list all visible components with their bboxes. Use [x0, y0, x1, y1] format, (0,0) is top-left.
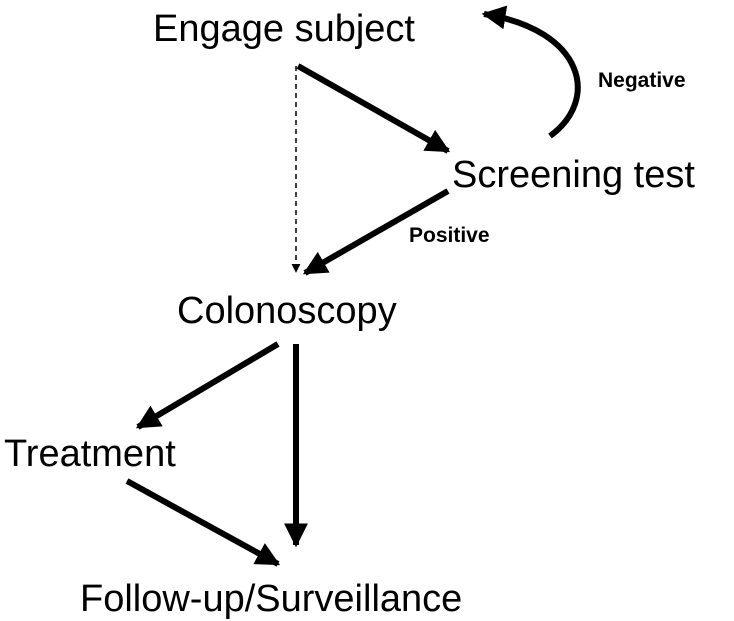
edge-label-negative: Negative — [598, 69, 686, 92]
node-screening-test: Screening test — [452, 154, 695, 196]
arrow-screening-to-colonoscopy — [302, 188, 450, 276]
arrow-treatment-to-follow-up — [125, 478, 281, 567]
arrow-negative-loop — [481, 5, 581, 139]
node-colonoscopy: Colonoscopy — [177, 290, 397, 332]
arrow-engage-to-screening — [296, 63, 451, 154]
node-engage-subject: Engage subject — [153, 8, 415, 50]
edge-label-positive: Positive — [409, 224, 490, 247]
node-treatment: Treatment — [4, 433, 176, 475]
node-follow-up-surveillance: Follow-up/Surveillance — [80, 578, 462, 620]
arrow-colonoscopy-to-treatment — [135, 341, 280, 430]
